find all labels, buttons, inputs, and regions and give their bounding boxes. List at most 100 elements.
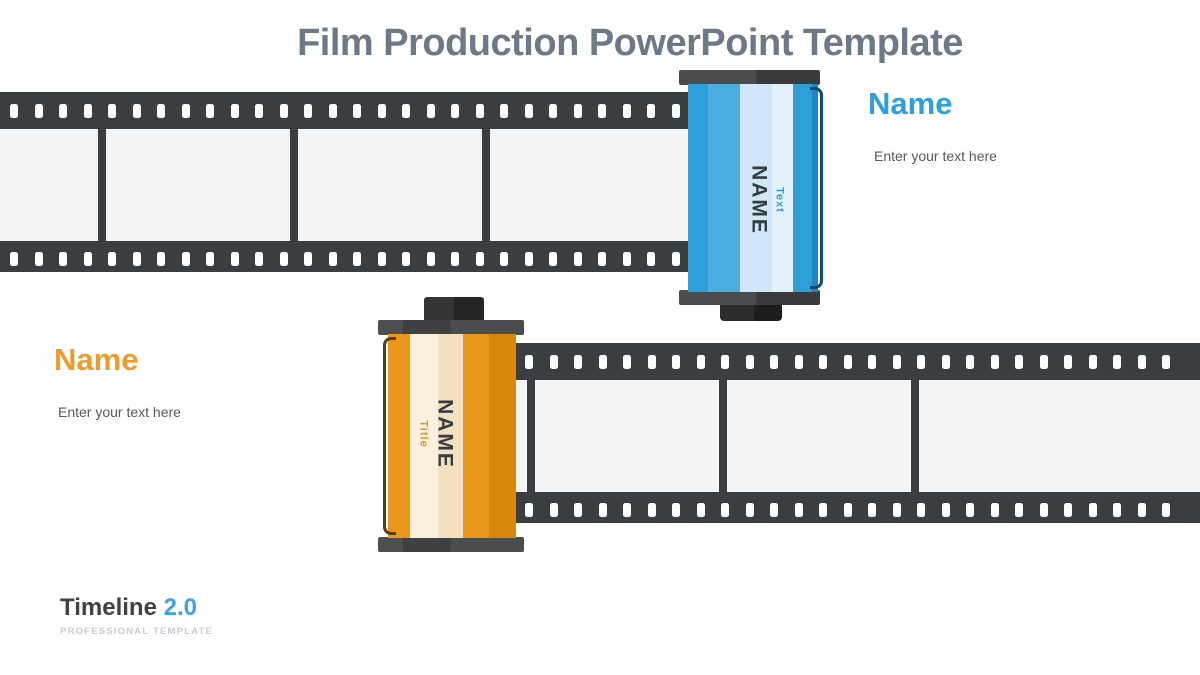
sprocket-hole	[1137, 355, 1146, 369]
entry-description-blue[interactable]: Enter your text here	[874, 148, 997, 164]
canister-sublabel[interactable]: Text	[773, 187, 786, 213]
canister-label-name[interactable]: NAME	[747, 165, 771, 235]
sprocket-hole	[10, 252, 18, 266]
canister-label-name[interactable]: NAME	[433, 399, 457, 469]
sprocket-hole	[549, 104, 557, 118]
sprocket-hole	[500, 252, 508, 266]
sprocket-hole	[1064, 355, 1072, 369]
sprocket-hole	[1039, 355, 1048, 369]
sprocket-hole	[83, 252, 92, 266]
sprocket-hole	[377, 104, 386, 118]
sprocket-holes-bottom	[10, 252, 690, 266]
sprocket-hole	[721, 503, 729, 517]
sprocket-hole	[966, 355, 974, 369]
sprocket-hole	[598, 355, 607, 369]
brand-name: Timeline 2.0	[60, 594, 213, 622]
sprocket-hole	[132, 252, 141, 266]
sprocket-hole	[108, 104, 116, 118]
sprocket-hole	[549, 355, 558, 369]
brand-logo: Timeline 2.0 PROFESSIONAL TEMPLATE	[60, 594, 213, 637]
sprocket-hole	[1137, 503, 1146, 517]
brand-version: 2.0	[163, 594, 197, 621]
sprocket-hole	[1113, 503, 1121, 517]
canister-body: NAME Title	[383, 334, 516, 538]
sprocket-hole	[623, 503, 631, 517]
sprocket-hole	[353, 252, 361, 266]
sprocket-hole	[108, 252, 116, 266]
sprocket-hole	[1015, 355, 1023, 369]
sprocket-hole	[475, 252, 484, 266]
sprocket-hole	[574, 355, 582, 369]
sprocket-hole	[451, 104, 459, 118]
canister-body: Text NAME	[688, 84, 823, 292]
sprocket-hole	[328, 104, 337, 118]
sprocket-hole	[721, 355, 729, 369]
sprocket-hole	[672, 355, 680, 369]
sprocket-hole	[549, 252, 557, 266]
sprocket-hole	[206, 104, 214, 118]
filmstrip-bottom	[515, 343, 1200, 523]
filmstrip-top	[0, 92, 700, 272]
canister-sublabel[interactable]: Title	[417, 420, 430, 448]
sprocket-hole	[83, 104, 92, 118]
sprocket-hole	[157, 104, 165, 118]
spool-knob-icon	[720, 304, 782, 321]
slide-title[interactable]: Film Production PowerPoint Template	[297, 22, 963, 64]
sprocket-hole	[549, 503, 558, 517]
sprocket-hole	[622, 252, 631, 266]
entry-heading-orange[interactable]: Name	[54, 342, 139, 377]
sprocket-hole	[819, 355, 827, 369]
sprocket-hole	[573, 252, 582, 266]
sprocket-hole	[59, 252, 67, 266]
sprocket-hole	[34, 104, 43, 118]
sprocket-hole	[524, 104, 533, 118]
sprocket-hole	[892, 355, 901, 369]
sprocket-hole	[574, 503, 582, 517]
sprocket-hole	[304, 252, 312, 266]
sprocket-hole	[1162, 355, 1170, 369]
sprocket-hole	[990, 503, 999, 517]
sprocket-hole	[745, 355, 754, 369]
sprocket-hole	[794, 503, 803, 517]
entry-heading-blue[interactable]: Name	[868, 86, 953, 121]
sprocket-hole	[500, 104, 508, 118]
sprocket-hole	[917, 503, 925, 517]
sprocket-hole	[524, 252, 533, 266]
sprocket-hole	[1088, 503, 1097, 517]
sprocket-hole	[525, 355, 533, 369]
sprocket-hole	[10, 104, 18, 118]
sprocket-hole	[1039, 503, 1048, 517]
sprocket-hole	[230, 104, 239, 118]
canister-cap	[378, 537, 524, 552]
sprocket-hole	[843, 503, 852, 517]
sprocket-hole	[794, 355, 803, 369]
spool-knob-icon	[424, 297, 484, 321]
sprocket-hole	[573, 104, 582, 118]
sprocket-hole	[623, 355, 631, 369]
sprocket-hole	[426, 104, 435, 118]
sprocket-hole	[647, 252, 655, 266]
sprocket-hole	[770, 355, 778, 369]
entry-description-orange[interactable]: Enter your text here	[58, 404, 181, 420]
film-frames	[515, 380, 1200, 492]
sprocket-hole	[230, 252, 239, 266]
sprocket-hole	[598, 104, 606, 118]
sprocket-hole	[451, 252, 459, 266]
sprocket-hole	[598, 252, 606, 266]
sprocket-hole	[426, 252, 435, 266]
sprocket-hole	[255, 252, 263, 266]
sprocket-hole	[353, 104, 361, 118]
canister-label-group: Text NAME	[747, 165, 786, 235]
sprocket-hole	[402, 252, 410, 266]
sprocket-hole	[745, 503, 754, 517]
sprocket-hole	[598, 503, 607, 517]
sprocket-hole	[917, 355, 925, 369]
sprocket-hole	[206, 252, 214, 266]
canister-cap	[679, 290, 820, 305]
sprocket-hole	[181, 252, 190, 266]
sprocket-hole	[671, 252, 680, 266]
sprocket-hole	[941, 355, 950, 369]
sprocket-hole	[1162, 503, 1170, 517]
sprocket-hole	[696, 355, 705, 369]
sprocket-hole	[843, 355, 852, 369]
